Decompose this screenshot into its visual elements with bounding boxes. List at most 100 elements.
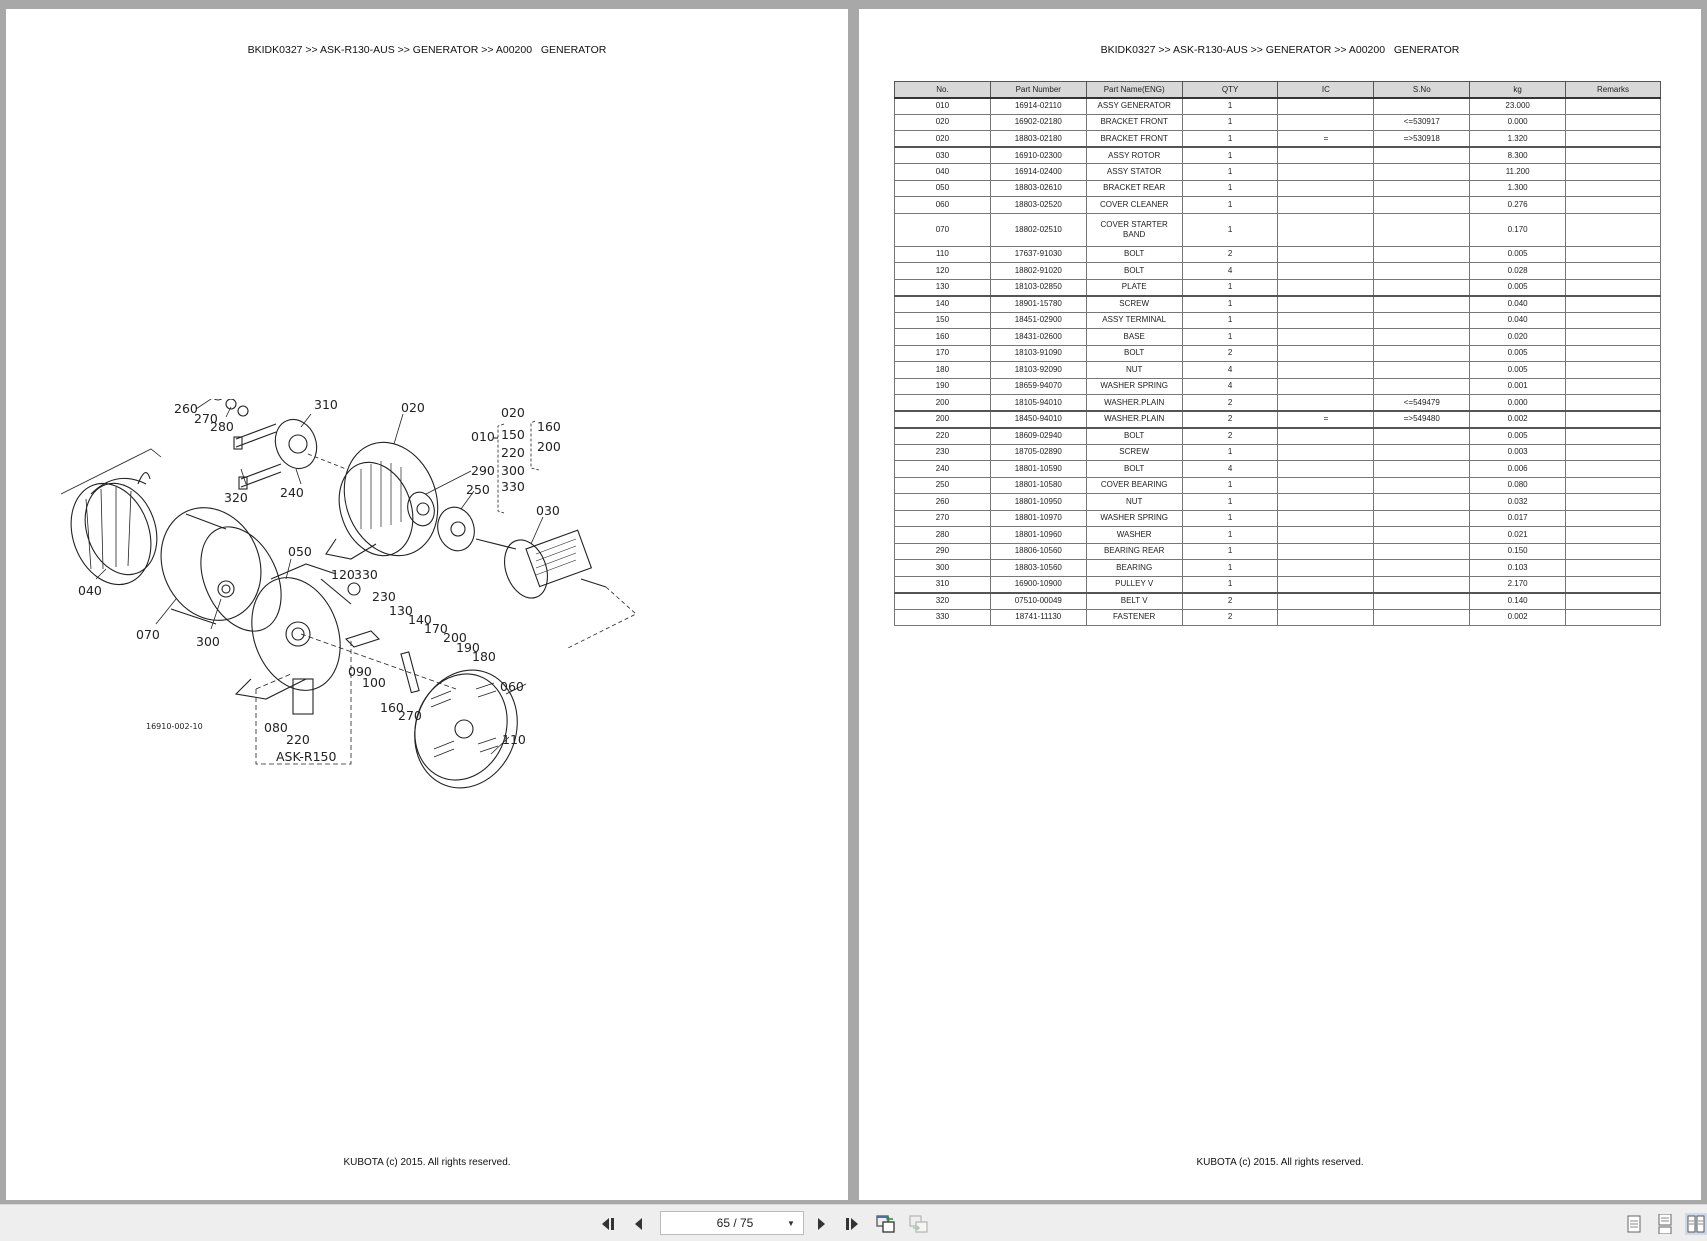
cell-remarks	[1565, 328, 1661, 346]
svg-text:270: 270	[398, 708, 422, 723]
cell-part-number: 18802-91020	[989, 262, 1087, 280]
cell-remarks	[1565, 559, 1661, 577]
cell-remarks	[1565, 113, 1661, 131]
svg-text:290: 290	[471, 463, 495, 478]
cell-qty: 1	[1181, 163, 1279, 181]
svg-text:170: 170	[424, 621, 448, 636]
cell-part-name: BASE	[1085, 328, 1183, 346]
cell-sno	[1373, 245, 1471, 263]
next-view-button[interactable]	[908, 1213, 930, 1235]
cell-qty: 4	[1181, 361, 1279, 379]
cell-sno: <=530917	[1373, 113, 1471, 131]
svg-text:260: 260	[174, 401, 198, 416]
cell-sno	[1373, 311, 1471, 329]
cell-sno	[1373, 212, 1471, 247]
cell-no: 300	[894, 559, 991, 577]
cell-no: 140	[894, 295, 991, 313]
cell-ic	[1277, 443, 1375, 461]
cell-qty: 1	[1181, 328, 1279, 346]
cell-ic	[1277, 179, 1375, 197]
cell-part-name: ASSY ROTOR	[1085, 146, 1183, 164]
cell-remarks	[1565, 295, 1661, 313]
svg-text:330: 330	[501, 479, 525, 494]
cell-kg: 1.300	[1469, 179, 1567, 197]
cell-qty: 2	[1181, 344, 1279, 362]
chevron-down-icon: ▼	[787, 1218, 795, 1228]
cell-sno	[1373, 608, 1471, 626]
cell-part-number: 18801-10580	[989, 476, 1087, 494]
cell-part-name: ASSY STATOR	[1085, 163, 1183, 181]
svg-text:160: 160	[380, 700, 404, 715]
svg-text:070: 070	[136, 627, 160, 642]
page-number-dropdown[interactable]: 65 / 75 ▼	[660, 1211, 804, 1235]
previous-view-button[interactable]	[875, 1213, 897, 1235]
cell-kg: 0.140	[1469, 592, 1567, 610]
cell-part-number: 18609-02940	[989, 427, 1087, 445]
cell-no: 220	[894, 427, 991, 445]
single-page-view-button[interactable]	[1624, 1213, 1644, 1235]
svg-text:060: 060	[500, 679, 524, 694]
cell-remarks	[1565, 608, 1661, 626]
next-view-icon	[909, 1215, 928, 1233]
document-viewer[interactable]: BKIDK0327 >> ASK-R130-AUS >> GENERATOR >…	[0, 0, 1707, 1204]
cell-part-number: 18802-02510	[989, 212, 1087, 247]
svg-text:100: 100	[362, 675, 386, 690]
cell-qty: 1	[1181, 526, 1279, 544]
cell-kg: 0.005	[1469, 344, 1567, 362]
cell-qty: 1	[1181, 179, 1279, 197]
cell-qty: 1	[1181, 97, 1279, 115]
cell-part-number: 18803-02520	[989, 196, 1087, 214]
first-page-button[interactable]	[598, 1213, 620, 1235]
cell-qty: 2	[1181, 410, 1279, 429]
cell-part-name: SCREW	[1085, 295, 1183, 313]
cell-remarks	[1565, 493, 1661, 511]
two-page-icon	[1687, 1215, 1705, 1233]
cell-part-number: 18450-94010	[989, 410, 1087, 429]
prev-page-button[interactable]	[628, 1213, 650, 1235]
cell-kg: 0.000	[1469, 394, 1567, 412]
svg-text:320: 320	[224, 490, 248, 505]
cell-qty: 1	[1181, 212, 1279, 247]
previous-view-icon	[876, 1215, 895, 1233]
next-page-button[interactable]	[810, 1213, 832, 1235]
page-footer-copyright: KUBOTA (c) 2015. All rights reserved.	[343, 1157, 511, 1168]
cell-part-number: 16900-10900	[989, 575, 1087, 594]
cell-ic	[1277, 427, 1375, 445]
cell-remarks	[1565, 130, 1661, 148]
last-page-button[interactable]	[840, 1213, 862, 1235]
cell-no: 190	[894, 377, 991, 395]
continuous-view-button[interactable]	[1655, 1213, 1675, 1235]
svg-text:160: 160	[537, 419, 561, 434]
svg-text:220: 220	[286, 732, 310, 747]
svg-text:300: 300	[196, 634, 220, 649]
two-page-view-button[interactable]	[1685, 1213, 1707, 1235]
cell-sno: <=549479	[1373, 394, 1471, 412]
cell-ic	[1277, 575, 1375, 594]
cell-ic	[1277, 542, 1375, 560]
cell-sno	[1373, 460, 1471, 478]
cell-no: 260	[894, 493, 991, 511]
cell-kg: 0.000	[1469, 113, 1567, 131]
cell-kg: 0.003	[1469, 443, 1567, 461]
svg-text:150: 150	[501, 427, 525, 442]
cell-part-name: COVER STARTER BAND	[1085, 212, 1183, 247]
cell-no: 010	[894, 97, 991, 115]
page-footer-copyright: KUBOTA (c) 2015. All rights reserved.	[1196, 1157, 1364, 1168]
first-page-icon	[602, 1218, 614, 1230]
cell-part-number: 18705-02890	[989, 443, 1087, 461]
cell-part-number: 18803-02610	[989, 179, 1087, 197]
cell-ic	[1277, 344, 1375, 362]
cell-qty: 1	[1181, 311, 1279, 329]
svg-text:180: 180	[472, 649, 496, 664]
cell-ic	[1277, 97, 1375, 115]
cell-ic: =	[1277, 410, 1375, 429]
cell-sno	[1373, 526, 1471, 544]
svg-text:250: 250	[466, 482, 490, 497]
